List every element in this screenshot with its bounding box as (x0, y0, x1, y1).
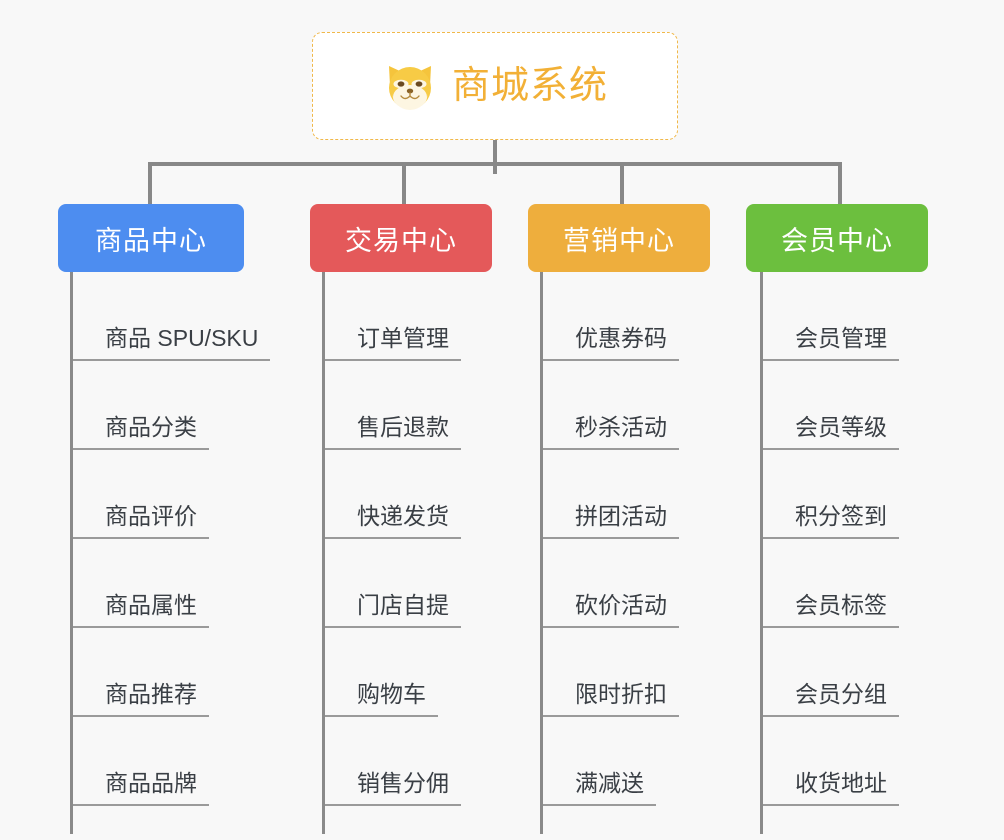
leaf-item[interactable]: 商品品牌 (73, 717, 209, 806)
category-header-1[interactable]: 商品中心 (58, 204, 244, 272)
leaf-label: 收货地址 (795, 770, 887, 796)
category-title-3: 营销中心 (563, 225, 675, 256)
category-title-2: 交易中心 (345, 225, 457, 256)
leaf-label: 商品 SPU/SKU (105, 325, 259, 351)
leaf-item[interactable]: 会员标签 (763, 539, 899, 628)
leaf-item[interactable]: 收货地址 (763, 717, 899, 806)
leaf-label: 砍价活动 (575, 592, 667, 618)
root-stem-line (493, 140, 497, 174)
category-header-4[interactable]: 会员中心 (746, 204, 928, 272)
category-header-3[interactable]: 营销中心 (528, 204, 710, 272)
root-node[interactable]: 商城系统 (312, 32, 678, 140)
leaf-item[interactable]: 会员分组 (763, 628, 899, 717)
category-column-4: 会员中心 (746, 204, 928, 272)
leaf-item[interactable]: 商品 SPU/SKU (73, 272, 271, 361)
leaf-label: 优惠券码 (575, 325, 667, 351)
leaf-label: 商品分类 (105, 414, 197, 440)
leaf-label: 满减送 (575, 770, 644, 796)
leaf-item[interactable]: 拼团活动 (543, 450, 679, 539)
leaf-label: 商品推荐 (105, 681, 197, 707)
leaf-item[interactable]: 购物车 (325, 628, 438, 717)
leaf-item[interactable]: 秒杀活动 (543, 361, 679, 450)
drop-line-2 (402, 162, 406, 212)
leaf-label: 购物车 (357, 681, 426, 707)
leaf-label: 积分签到 (795, 503, 887, 529)
leaf-label: 限时折扣 (575, 681, 667, 707)
leaf-item[interactable]: 积分签到 (763, 450, 899, 539)
leaf-item[interactable]: 销售分佣 (325, 717, 461, 806)
leaf-item[interactable]: 商品属性 (73, 539, 209, 628)
leaf-label: 会员等级 (795, 414, 887, 440)
leaf-item[interactable]: 限时折扣 (543, 628, 679, 717)
horizontal-bus-line (150, 162, 840, 166)
leaf-item[interactable]: 满减送 (543, 717, 656, 806)
leaf-item[interactable]: 售后退款 (325, 361, 461, 450)
category-header-2[interactable]: 交易中心 (310, 204, 492, 272)
leaf-item[interactable]: 商品分类 (73, 361, 209, 450)
leaf-label: 秒杀活动 (575, 414, 667, 440)
shiba-inu-icon (382, 60, 438, 112)
leaf-label: 订单管理 (357, 325, 449, 351)
leaf-item[interactable]: 商品评价 (73, 450, 209, 539)
category-column-1: 商品中心 (58, 204, 244, 272)
leaf-item[interactable]: 商品推荐 (73, 628, 209, 717)
leaf-label: 销售分佣 (357, 770, 449, 796)
root-title: 商城系统 (451, 65, 608, 107)
leaf-item[interactable]: 门店自提 (325, 539, 461, 628)
drop-line-1 (148, 162, 152, 212)
leaf-item[interactable]: 优惠券码 (543, 272, 679, 361)
drop-line-4 (838, 162, 842, 212)
branch-trunk-2 (322, 272, 325, 834)
branch-trunk-4 (760, 272, 763, 834)
category-column-3: 营销中心 (528, 204, 710, 272)
leaf-item[interactable]: 快递发货 (325, 450, 461, 539)
category-title-4: 会员中心 (781, 225, 893, 256)
leaf-label: 门店自提 (357, 592, 449, 618)
leaf-label: 会员分组 (795, 681, 887, 707)
leaf-item[interactable]: 会员管理 (763, 272, 899, 361)
branch-trunk-3 (540, 272, 543, 834)
leaf-item[interactable]: 会员等级 (763, 361, 899, 450)
leaf-label: 商品属性 (105, 592, 197, 618)
drop-line-3 (620, 162, 624, 212)
leaf-label: 商品品牌 (105, 770, 197, 796)
leaf-label: 商品评价 (105, 503, 197, 529)
leaf-label: 会员标签 (795, 592, 887, 618)
leaf-label: 会员管理 (795, 325, 887, 351)
branch-trunk-1 (70, 272, 73, 834)
category-column-2: 交易中心 (310, 204, 492, 272)
leaf-label: 售后退款 (357, 414, 449, 440)
leaf-item[interactable]: 订单管理 (325, 272, 461, 361)
leaf-item[interactable]: 砍价活动 (543, 539, 679, 628)
leaf-label: 拼团活动 (575, 503, 667, 529)
leaf-label: 快递发货 (357, 503, 449, 529)
category-title-1: 商品中心 (95, 225, 207, 256)
